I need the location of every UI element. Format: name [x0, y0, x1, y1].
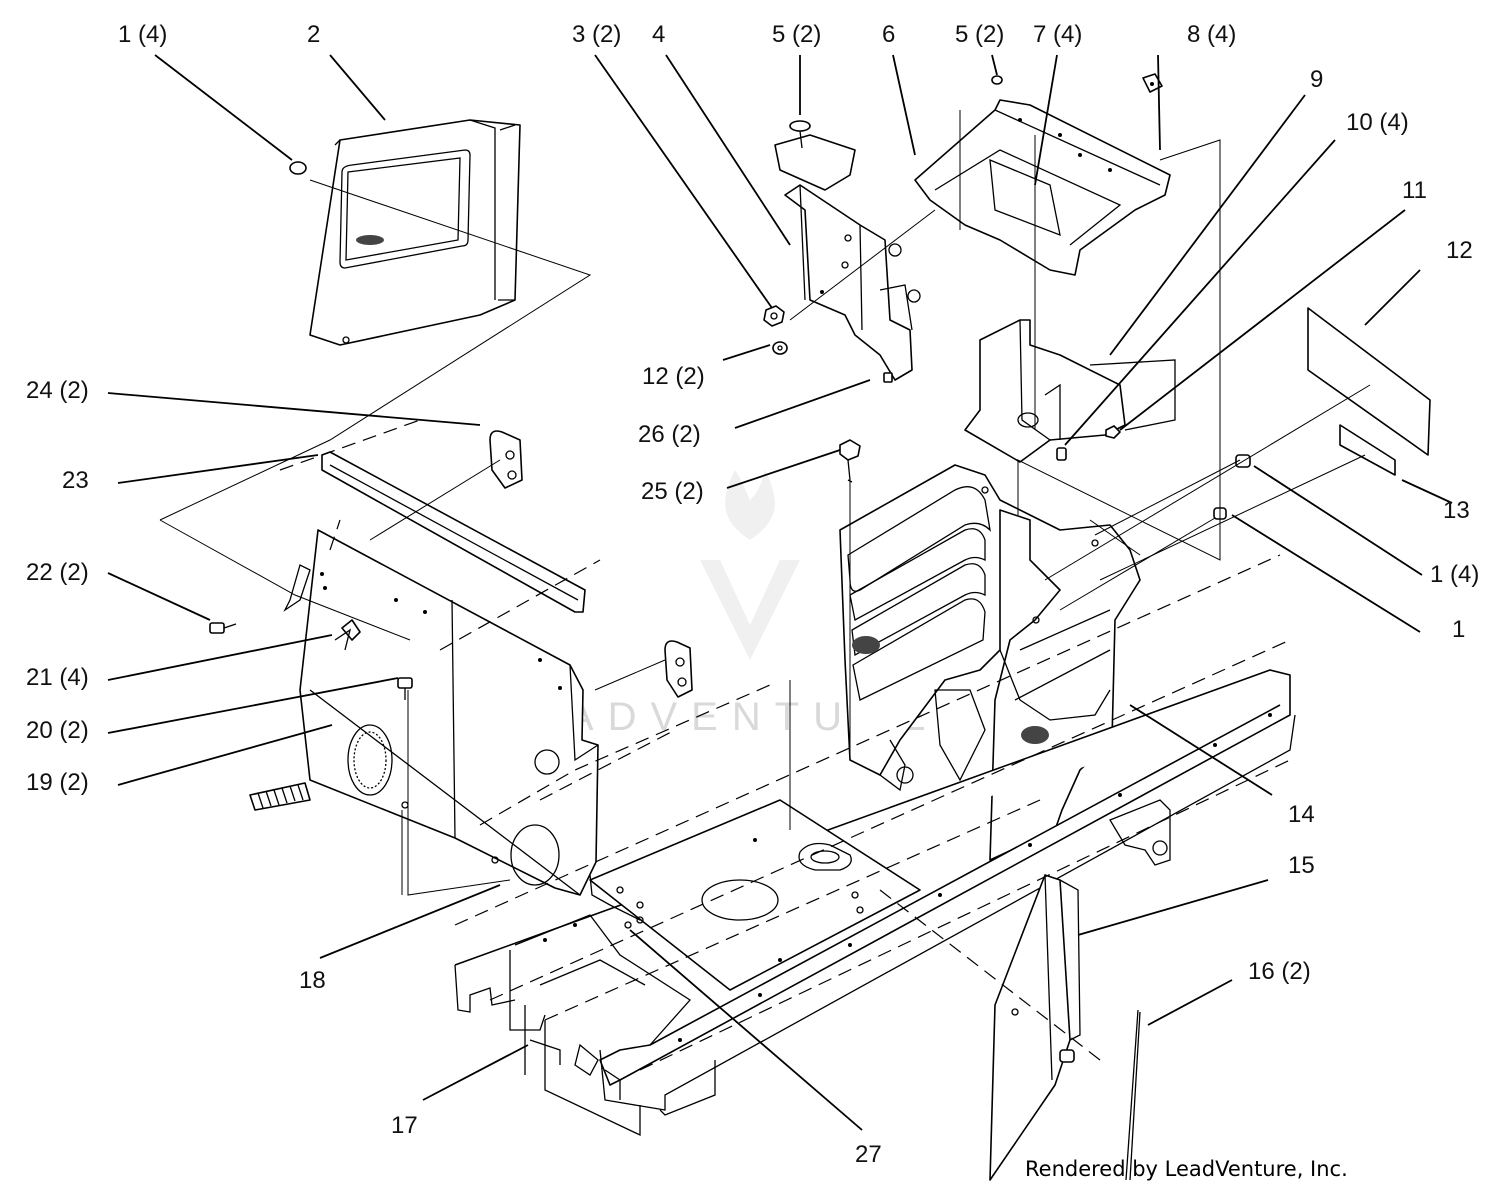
part-11-nut: [1105, 425, 1121, 439]
callout-6: 6: [882, 21, 895, 48]
callout-20: 20 (2): [26, 717, 89, 744]
callout-16: 16 (2): [1248, 958, 1311, 985]
part-10-bolt: [1056, 447, 1067, 461]
callout-8: 8 (4): [1187, 21, 1236, 48]
callout-12-right: 12: [1446, 237, 1473, 264]
part-5-rivet-2: [991, 75, 1003, 85]
callout-7: 7 (4): [1033, 21, 1082, 48]
part-16-screw: [1059, 1049, 1075, 1063]
callout-9: 9: [1310, 66, 1323, 93]
part-24-hinge-upper: [489, 430, 523, 489]
callout-5-left: 5 (2): [772, 21, 821, 48]
callout-2: 2: [307, 21, 320, 48]
callout-14: 14: [1288, 801, 1315, 828]
callout-10: 10 (4): [1346, 109, 1409, 136]
callout-21: 21 (4): [26, 664, 89, 691]
part-9-bracket: [964, 319, 1176, 463]
part-1-screw-top: [289, 161, 307, 175]
part-12-washer: [772, 341, 788, 355]
seat-mount-plate: [589, 799, 921, 991]
callout-1-qty4-top: 1 (4): [118, 21, 167, 48]
part-13-decal: [1339, 424, 1396, 476]
part-25-bolt: [839, 439, 861, 483]
callout-18: 18: [299, 967, 326, 994]
callout-19: 19 (2): [26, 769, 89, 796]
part-19-spring: [249, 782, 311, 811]
callout-4: 4: [652, 21, 665, 48]
callout-12-mid: 12 (2): [642, 363, 705, 390]
part-5-rivet: [789, 120, 811, 149]
callout-11: 11: [1402, 177, 1427, 204]
part-22-bolt: [209, 622, 237, 634]
part-16-side-panel: [1125, 1009, 1141, 1181]
callout-27: 27: [855, 1141, 882, 1168]
chassis-frame: [454, 669, 1296, 1137]
part-17-clip: [529, 1039, 561, 1065]
part-24-hinge-lower: [664, 640, 693, 698]
part-26-screw: [883, 372, 893, 383]
part-12-decal: [1307, 307, 1431, 456]
part-2-upper-side-panel: [309, 119, 521, 346]
callout-17: 17: [391, 1112, 418, 1139]
part-15-side-panel: [989, 874, 1081, 1181]
callout-25: 25 (2): [641, 478, 704, 505]
part-20-bolt: [397, 677, 413, 700]
part-4-bracket: [774, 134, 921, 381]
part-21-wing-nut: [334, 619, 361, 651]
callout-23: 23: [62, 467, 89, 494]
callout-5-right: 5 (2): [955, 21, 1004, 48]
callout-3: 3 (2): [572, 21, 621, 48]
part-14-console-shroud: [839, 464, 1141, 861]
callout-22: 22 (2): [26, 559, 89, 586]
render-credit: Rendered by LeadVenture, Inc.: [1025, 1157, 1348, 1181]
part-6-tray: [914, 99, 1171, 276]
part-3-nut: [763, 305, 785, 327]
callout-labels: 1 (4) 2 3 (2) 4 5 (2) 6 5 (2) 7 (4) 8 (4…: [26, 21, 1479, 1168]
part-27-latch: [589, 874, 641, 929]
part-18-lower-panel: [283, 529, 599, 896]
callout-26: 26 (2): [638, 421, 701, 448]
callout-15: 15: [1288, 852, 1315, 879]
callout-1-right: 1: [1452, 616, 1465, 643]
part-8-clip-nut: [1142, 73, 1163, 93]
callout-1-qty4-right: 1 (4): [1430, 561, 1479, 588]
leader-lines: [107, 54, 1453, 1131]
callout-24: 24 (2): [26, 377, 89, 404]
watermark-logo: [700, 470, 800, 660]
callout-13: 13: [1443, 497, 1470, 524]
assembly-center-lines: [159, 110, 1371, 1071]
